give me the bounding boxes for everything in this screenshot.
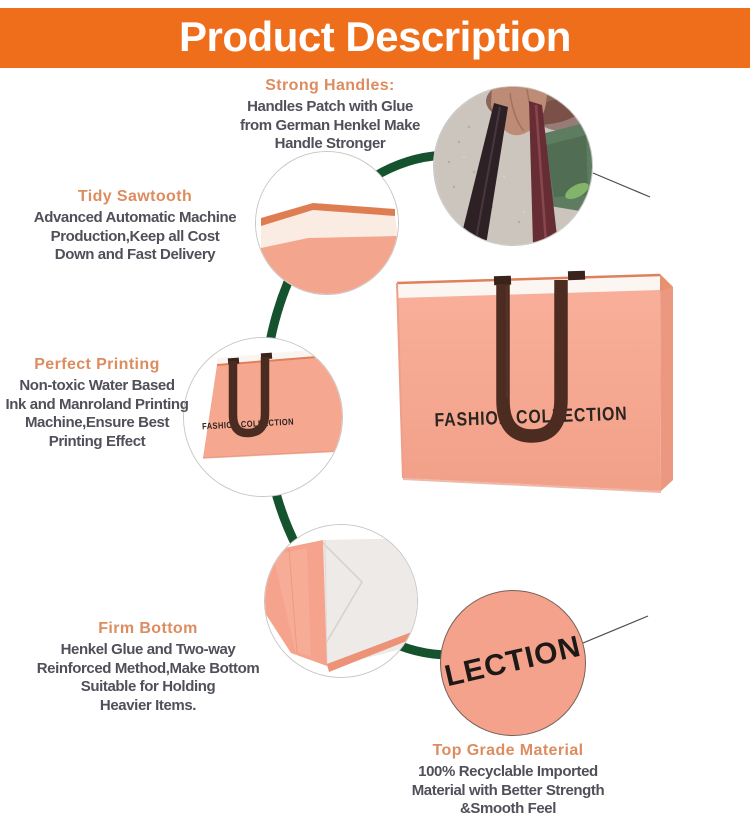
pointer-line [592, 172, 651, 198]
feature-title: Firm Bottom [98, 620, 198, 637]
feature-line: Printing Effect [48, 432, 146, 450]
feature-line: Machine,Ensure Best [24, 414, 170, 431]
pointer-line [582, 615, 649, 644]
detail-circle-bottom [264, 524, 418, 678]
feature-perfect-printing: Perfect Printing Non-toxic Water Based I… [0, 356, 222, 451]
feature-line: Henkel Glue and Two-way [60, 641, 236, 658]
detail-circle-printing: FASHION COLLECTION [183, 337, 343, 497]
feature-line: Down and Fast Delivery [54, 246, 216, 263]
bottom-rim-strip [327, 630, 417, 672]
feature-line: 100% Recyclable Imported [418, 763, 598, 780]
bag-top-rim [396, 273, 661, 285]
bag-edge-front [261, 236, 398, 294]
feature-line: Handle Stronger [274, 135, 386, 152]
feature-top-grade-material: Top Grade Material 100% Recyclable Impor… [383, 742, 633, 819]
bag-left-edge [396, 282, 404, 479]
bag-gusset [660, 274, 673, 491]
feature-tidy-sawtooth: Tidy Sawtooth Advanced Automatic Machine… [10, 188, 260, 265]
product-photo-main: FASHION COLLECTION [375, 250, 697, 518]
feature-line: Ink and Manroland Printing [5, 395, 189, 413]
bag-handle-tab [567, 270, 586, 281]
bottom-fold-edge [324, 539, 328, 667]
feature-line: &Smooth Feel [459, 800, 557, 817]
bag-handle-tab [493, 275, 512, 286]
detail-circle-material: LECTION [440, 590, 586, 736]
detail-circle-handles [433, 86, 593, 246]
feature-line: Production,Keep all Cost [50, 227, 220, 245]
bag-gusset-fold [660, 274, 673, 291]
bottom-fold-panel [323, 538, 417, 668]
mini-bag-brand-text: FASHION COLLECTION [202, 417, 294, 432]
feature-line: Handles Patch with Glue [247, 98, 413, 115]
printing-detail-photo: FASHION COLLECTION [184, 338, 342, 496]
feature-line: from German Henkel Make [239, 116, 421, 134]
bottom-side-highlight [273, 548, 311, 657]
section-banner: Product Description [0, 8, 750, 68]
feature-line: Heavier Items. [99, 696, 197, 714]
bag-edge-rim [261, 203, 395, 226]
green-bag-shadow [546, 135, 588, 197]
feature-line: Advanced Automatic Machine [33, 209, 237, 226]
bag-bottom-edge [402, 478, 662, 493]
ribbon-dark-highlight [475, 106, 501, 240]
bottom-fold-crease [318, 541, 363, 656]
handle-detail-photo [434, 87, 592, 245]
ribbon-maroon [529, 101, 558, 245]
bottom-detail-photo [265, 525, 417, 677]
ribbon-maroon-highlight [534, 104, 548, 244]
feature-line: Material with Better Strength [411, 781, 605, 799]
mini-bag-bottom [202, 450, 342, 459]
sawtooth-detail-photo [256, 152, 398, 294]
bottom-side-crease [288, 548, 298, 654]
feature-line: Reinforced Method,Make Bottom [36, 659, 260, 677]
finger-crease [509, 92, 525, 132]
feature-title: Perfect Printing [34, 356, 160, 373]
leaf [565, 182, 589, 200]
mini-bag-handle-ribbon [228, 357, 270, 438]
feature-firm-bottom: Firm Bottom Henkel Glue and Two-way Rein… [23, 620, 273, 715]
section-title: Product Description [179, 13, 571, 60]
ribbon-dark [461, 103, 508, 245]
feature-title: Strong Handles: [265, 77, 395, 94]
feature-line: Non-toxic Water Based [19, 377, 175, 394]
feature-line: Suitable for Holding [80, 678, 216, 695]
bag-handle-ribbon [496, 280, 568, 443]
feature-title: Tidy Sawtooth [77, 188, 193, 205]
feature-title: Top Grade Material [432, 742, 584, 759]
feature-strong-handles: Strong Handles: Handles Patch with Glue … [205, 77, 455, 154]
detail-circle-sawtooth [255, 151, 399, 295]
bag-front [397, 290, 661, 491]
